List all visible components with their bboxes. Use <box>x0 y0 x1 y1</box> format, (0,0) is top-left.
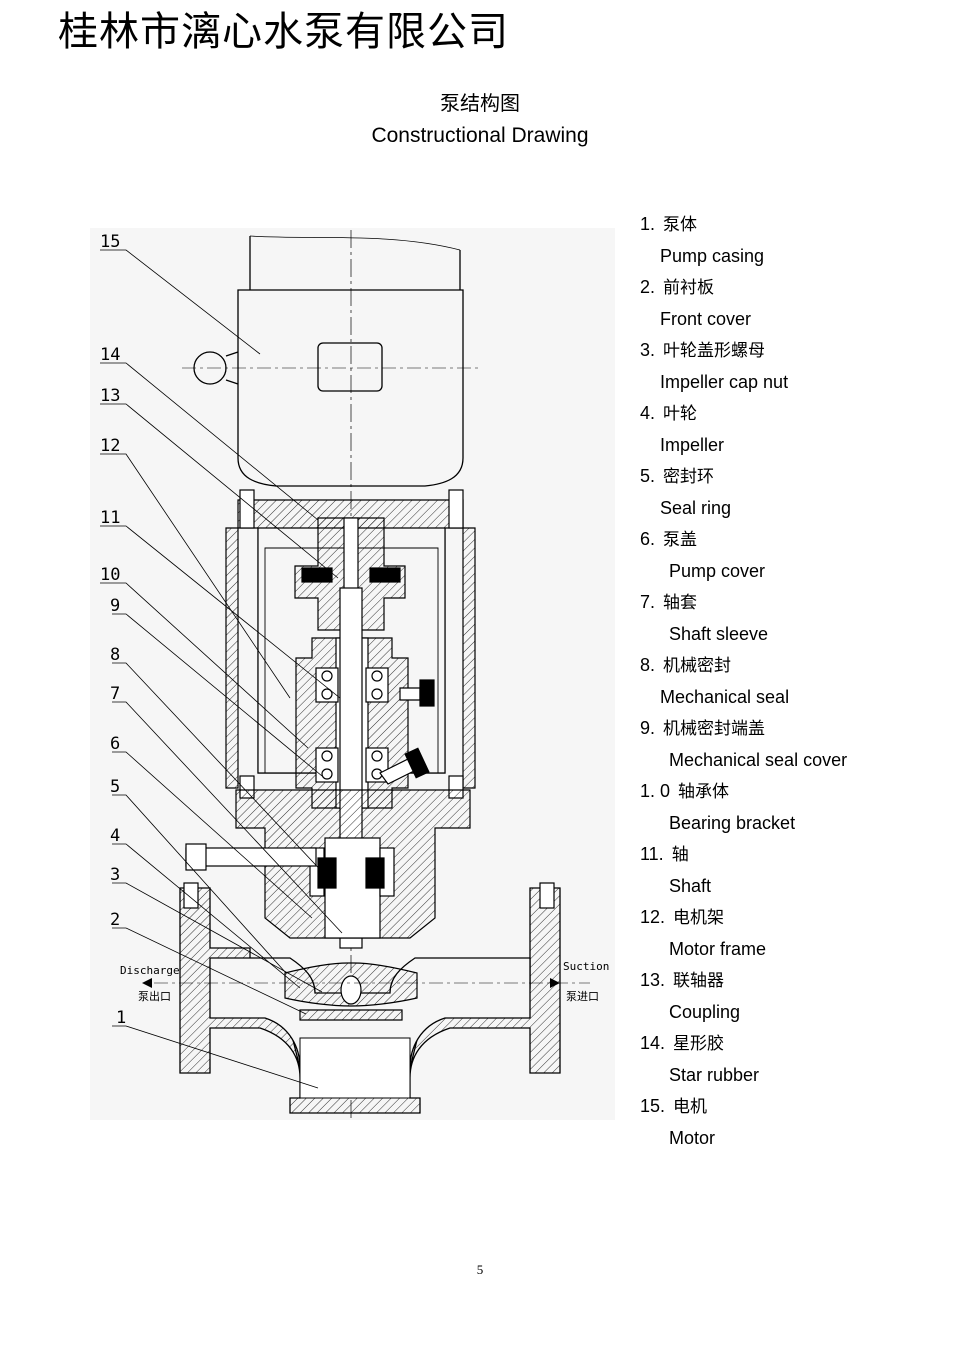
callout-10: 10 <box>100 565 120 585</box>
callout-7: 7 <box>110 684 120 704</box>
legend-name-cn: 轴承体 <box>678 782 730 802</box>
legend-name-en: Front cover <box>660 308 752 329</box>
callout-labels: 15 14 13 12 11 10 9 8 7 6 5 4 3 2 1 <box>100 232 126 1028</box>
legend-name-en: Seal ring <box>660 497 732 518</box>
legend-name-cn: 轴套 <box>663 593 698 613</box>
callout-leaders <box>100 249 343 1089</box>
parts-legend: 1. 泵体 Pump casing 2. 前衬板 Front cover 3. 叶轮盖… <box>640 209 950 1154</box>
legend-number: 4. <box>640 403 656 423</box>
legend-name-en: Impeller cap nut <box>660 371 789 392</box>
callout-15: 15 <box>100 232 120 252</box>
legend-item: 2. 前衬板 Front cover <box>640 272 950 335</box>
legend-name-en: Shaft sleeve <box>669 623 769 644</box>
legend-item: 3. 叶轮盖形螺母 Impeller cap nut <box>640 335 950 398</box>
callout-3: 3 <box>110 865 120 885</box>
suction-label: Suction <box>563 960 609 973</box>
callout-14: 14 <box>100 345 120 365</box>
legend-number: 9. <box>640 718 656 738</box>
legend-number: 6. <box>640 529 656 549</box>
legend-name-cn: 泵体 <box>663 215 698 235</box>
legend-item: 6. 泵盖 Pump cover <box>640 524 950 587</box>
impeller <box>284 962 418 1021</box>
legend-item: 14. 星形胶 Star rubber <box>640 1028 950 1091</box>
page-title-en: Constructional Drawing <box>371 124 589 147</box>
legend-name-cn: 泵盖 <box>663 530 698 550</box>
legend-name-en: Pump cover <box>669 560 766 581</box>
legend-number: 1. <box>640 214 656 234</box>
callout-4: 4 <box>110 826 120 846</box>
legend-item: 1. 0 轴承体 Bearing bracket <box>640 776 950 839</box>
legend-number: 3. <box>640 340 656 360</box>
legend-name-cn: 轴 <box>671 845 689 865</box>
legend-item: 13. 联轴器 Coupling <box>640 965 950 1028</box>
legend-item: 12. 电机架 Motor frame <box>640 902 950 965</box>
legend-name-cn: 电机架 <box>673 908 725 928</box>
flanges <box>154 882 590 984</box>
callout-2: 2 <box>110 910 120 930</box>
callout-8: 8 <box>110 645 120 665</box>
legend-name-cn: 星形胶 <box>673 1034 725 1054</box>
legend-item: 1. 泵体 Pump casing <box>640 209 950 272</box>
legend-number: 1. 0 <box>640 781 671 801</box>
legend-number: 5. <box>640 466 656 486</box>
company-name: 桂林市漓心水泵有限公司 <box>58 9 509 55</box>
callout-1: 1 <box>116 1008 126 1028</box>
legend-name-cn: 机械密封端盖 <box>663 719 766 739</box>
legend-name-en: Impeller <box>660 434 725 455</box>
callout-13: 13 <box>100 386 120 406</box>
legend-number: 14. <box>640 1033 666 1053</box>
legend-name-cn: 叶轮盖形螺母 <box>663 341 766 361</box>
legend-name-en: Motor <box>669 1127 716 1148</box>
legend-name-cn: 叶轮 <box>663 404 698 424</box>
legend-name-en: Pump casing <box>660 245 765 266</box>
legend-name-cn: 联轴器 <box>673 971 725 991</box>
legend-item: 8. 机械密封 Mechanical seal <box>640 650 950 713</box>
legend-item: 4. 叶轮 Impeller <box>640 398 950 461</box>
callout-5: 5 <box>110 777 120 797</box>
legend-item: 5. 密封环 Seal ring <box>640 461 950 524</box>
legend-name-cn: 前衬板 <box>663 278 715 298</box>
legend-number: 2. <box>640 277 656 297</box>
legend-number: 12. <box>640 907 666 927</box>
motor <box>182 235 480 487</box>
legend-name-en: Star rubber <box>669 1064 760 1085</box>
legend-item: 7. 轴套 Shaft sleeve <box>640 587 950 650</box>
page-number: 5 <box>476 1262 484 1277</box>
legend-name-en: Motor frame <box>669 938 767 959</box>
legend-name-en: Bearing bracket <box>669 812 796 833</box>
discharge-cn-label: 泵出口 <box>138 989 171 1003</box>
legend-name-en: Shaft <box>669 875 712 896</box>
legend-name-cn: 密封环 <box>663 467 715 487</box>
callout-9: 9 <box>110 596 120 616</box>
legend-item: 11. 轴 Shaft <box>640 839 950 902</box>
legend-number: 7. <box>640 592 656 612</box>
legend-name-en: Mechanical seal cover <box>669 749 848 770</box>
legend-number: 11. <box>640 844 664 864</box>
callout-12: 12 <box>100 436 120 456</box>
legend-number: 15. <box>640 1096 666 1116</box>
callout-11: 11 <box>100 508 120 528</box>
page-title-cn: 泵结构图 <box>440 91 520 115</box>
legend-name-en: Mechanical seal <box>660 686 790 707</box>
callout-6: 6 <box>110 734 120 754</box>
discharge-label: Discharge <box>120 964 180 977</box>
legend-number: 13. <box>640 970 666 990</box>
pump-cover <box>185 789 471 939</box>
legend-item: 9. 机械密封端盖 Mechanical seal cover <box>640 713 950 776</box>
legend-name-cn: 电机 <box>673 1097 708 1117</box>
suction-cn-label: 泵进口 <box>566 990 599 1003</box>
legend-name-cn: 机械密封 <box>663 656 732 676</box>
legend-name-en: Coupling <box>669 1001 741 1022</box>
legend-item: 15. 电机 Motor <box>640 1091 950 1154</box>
pump-constructional-drawing: Discharge 泵出口 Suction 泵进口 15 14 13 12 11… <box>90 228 615 1120</box>
legend-number: 8. <box>640 655 656 675</box>
